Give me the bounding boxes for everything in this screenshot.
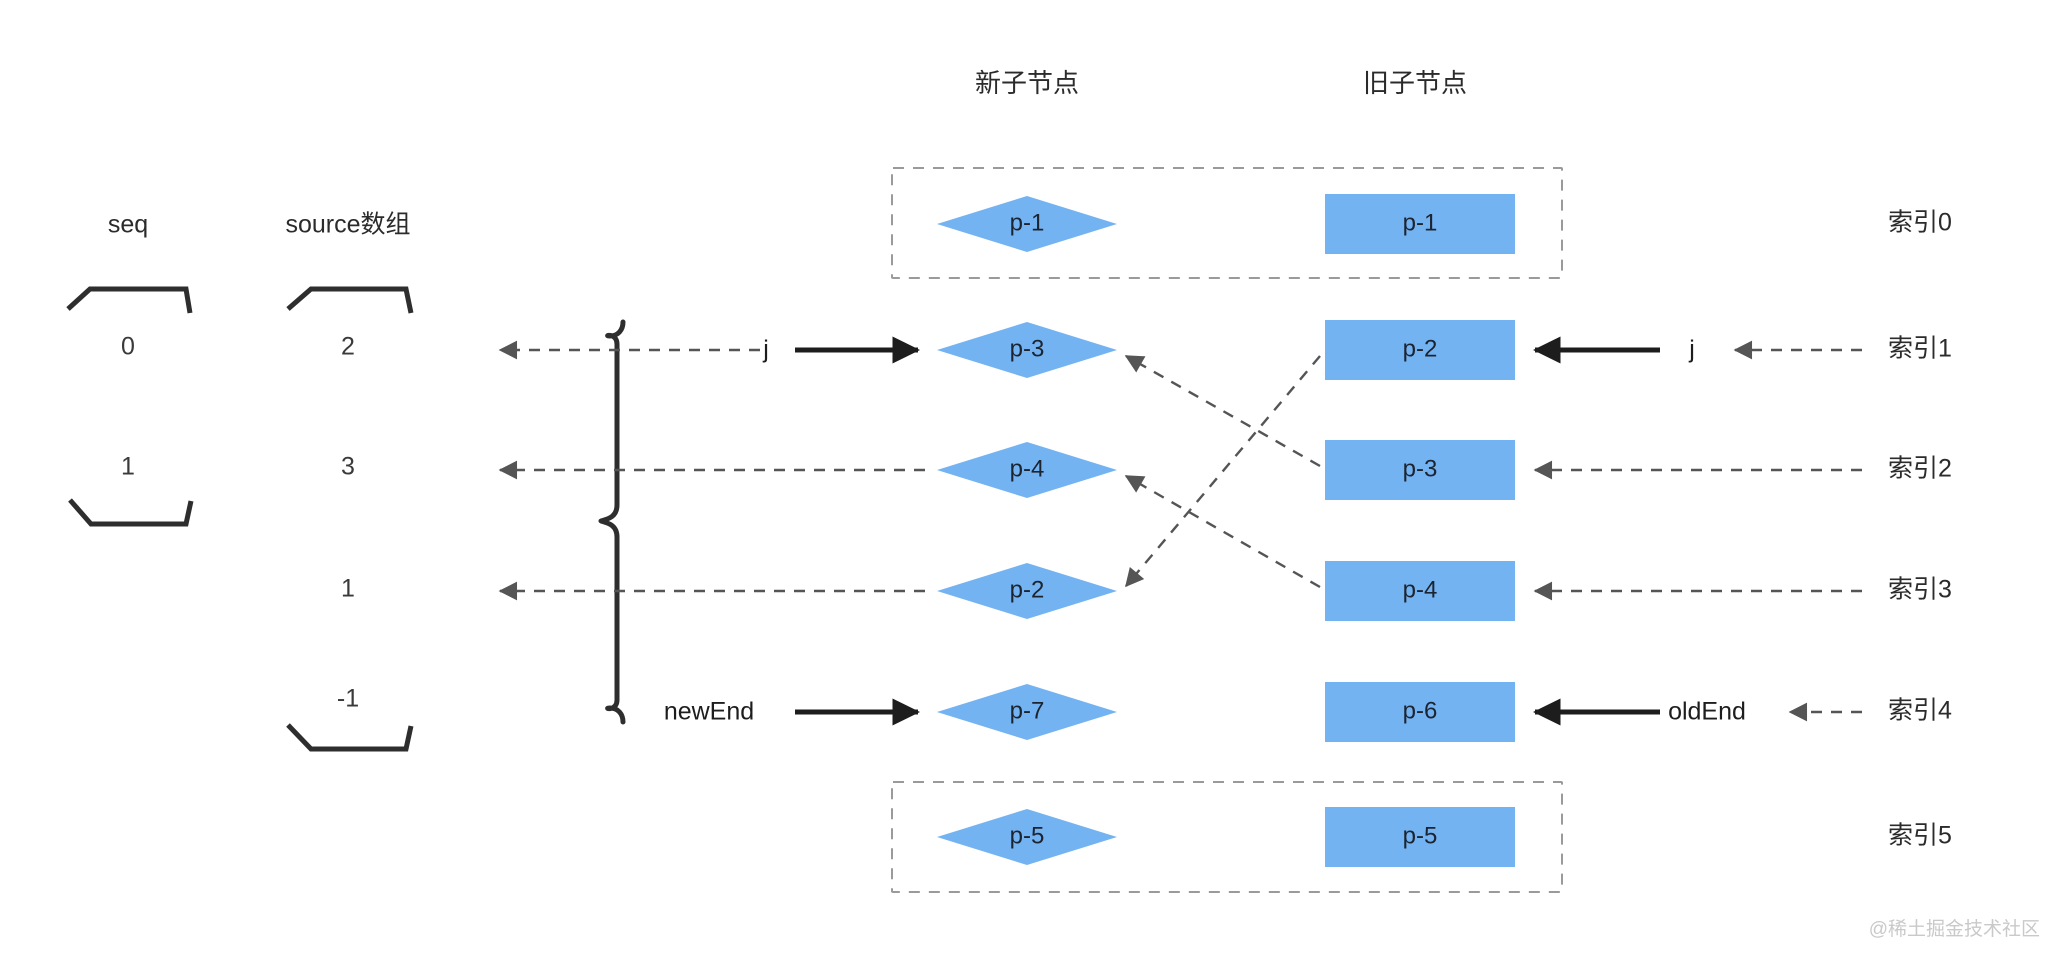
new-node-diamond-row3[interactable] [937, 563, 1117, 619]
new-pointer-label-newend: newEnd [664, 698, 754, 726]
row-index0: p-1 p-1 索引0 [937, 194, 1952, 254]
new-node-label-row2: p-4 [1010, 455, 1045, 482]
row-index4: p-7 p-6 newEnd oldEnd 索引4 [664, 682, 1952, 742]
new-node-diamond-row4[interactable] [937, 684, 1117, 740]
source-column-title: source数组 [285, 211, 410, 239]
old-node-rect-row4[interactable] [1325, 682, 1515, 742]
old-node-label-row0: p-1 [1403, 209, 1438, 236]
mapping-arrow-p2 [1125, 355, 1321, 588]
mapping-arrow-p4 [1124, 474, 1321, 589]
seq-column-title: seq [108, 211, 148, 239]
old-node-rect-row5[interactable] [1325, 807, 1515, 867]
new-node-label-row0: p-1 [1010, 209, 1045, 236]
old-node-label-row4: p-6 [1403, 697, 1438, 724]
old-pointer-label-oldend: oldEnd [1668, 698, 1746, 726]
mapping-arrow-p3 [1124, 354, 1321, 468]
old-node-rect-row2[interactable] [1325, 440, 1515, 500]
node-mapping-arrows [1124, 354, 1321, 589]
new-node-diamond-row1[interactable] [937, 322, 1117, 378]
group-brace [598, 319, 626, 725]
seq-bracket-top [66, 286, 193, 314]
seq-value-1: 1 [121, 453, 135, 481]
new-node-label-row5: p-5 [1010, 822, 1045, 849]
source-value-1: 3 [341, 453, 355, 481]
new-node-diamond-row5[interactable] [937, 809, 1117, 865]
old-node-rect-row0[interactable] [1325, 194, 1515, 254]
old-node-label-row1: p-2 [1403, 335, 1438, 362]
source-bracket-bottom [286, 723, 414, 752]
old-node-label-row2: p-3 [1403, 455, 1438, 482]
index-label-row5: 索引5 [1888, 822, 1952, 850]
index-label-row2: 索引2 [1888, 455, 1952, 483]
unchanged-tail-box [891, 781, 1563, 893]
column-headers: 新子节点 旧子节点 [975, 68, 1467, 98]
left-panel: seq source数组 0 1 2 3 1 -1 [66, 211, 414, 752]
new-node-label-row3: p-2 [1010, 576, 1045, 603]
row-index3: p-2 p-4 索引3 [498, 561, 1952, 621]
old-node-label-row3: p-4 [1403, 576, 1438, 603]
seq-bracket-bottom [68, 498, 194, 527]
index-label-row4: 索引4 [1888, 697, 1952, 725]
unchanged-head-box [891, 167, 1563, 279]
row-index2: p-4 p-3 索引2 [498, 440, 1952, 500]
old-pointer-label-j: j [1688, 336, 1695, 364]
source-value-3: -1 [337, 685, 359, 713]
row-index5: p-5 p-5 索引5 [937, 807, 1952, 867]
old-node-label-row5: p-5 [1403, 822, 1438, 849]
source-value-0: 2 [341, 333, 355, 361]
new-pointer-label-j: j [762, 336, 769, 364]
index-label-row1: 索引1 [1888, 335, 1952, 363]
index-label-row0: 索引0 [1888, 209, 1952, 237]
new-children-header: 新子节点 [975, 68, 1079, 98]
old-node-rect-row1[interactable] [1325, 320, 1515, 380]
source-bracket-top [286, 286, 414, 314]
old-children-header: 旧子节点 [1363, 68, 1467, 98]
index-label-row3: 索引3 [1888, 576, 1952, 604]
new-node-label-row4: p-7 [1010, 697, 1045, 724]
source-value-2: 1 [341, 575, 355, 603]
new-node-label-row1: p-3 [1010, 335, 1045, 362]
new-node-diamond-row0[interactable] [937, 196, 1117, 252]
seq-value-0: 0 [121, 333, 135, 361]
new-node-diamond-row2[interactable] [937, 442, 1117, 498]
watermark-text: @稀土掘金技术社区 [1869, 918, 2040, 940]
row-index1: p-3 p-2 j j 索引1 [498, 320, 1952, 380]
old-node-rect-row3[interactable] [1325, 561, 1515, 621]
